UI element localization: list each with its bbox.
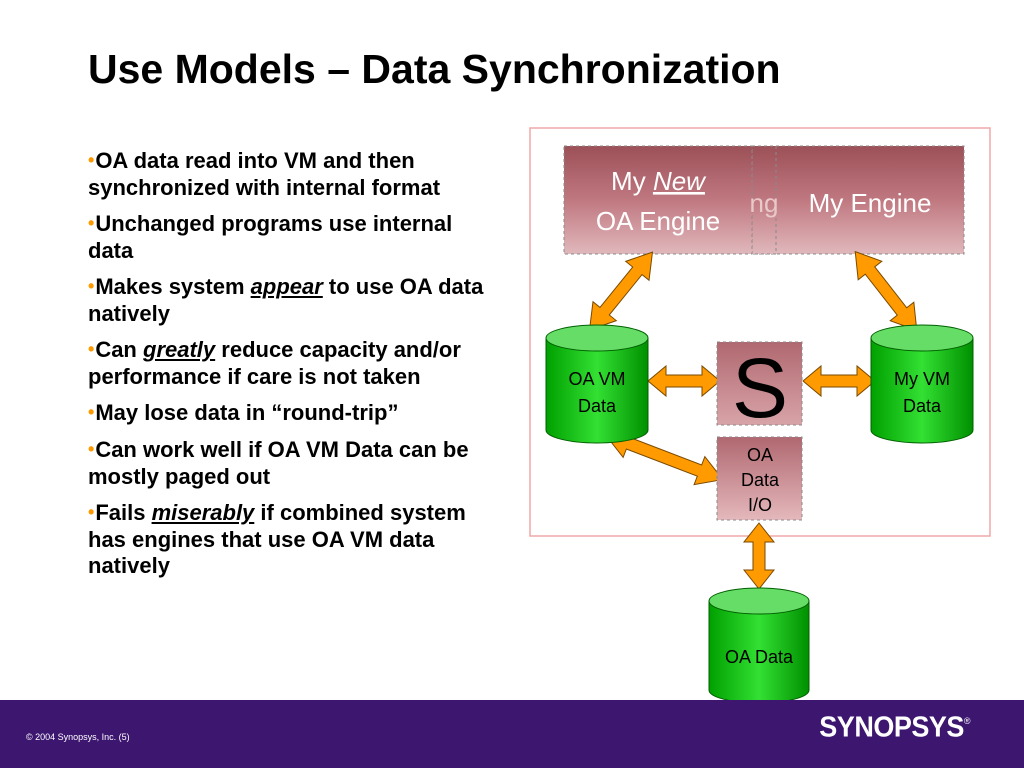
arrow-sync-to-my-vm bbox=[802, 364, 876, 398]
bullet-item: •Can greatly reduce capacity and/or perf… bbox=[88, 337, 498, 390]
bullet-text: May lose data in “round-trip” bbox=[95, 400, 399, 425]
bullet-item: •Makes system appear to use OA data nati… bbox=[88, 274, 498, 327]
oa-vm-data-label-line2: Data bbox=[578, 396, 617, 416]
architecture-diagram: My New OA Engine ng My Engine OA VM Data… bbox=[529, 127, 991, 700]
bullet-item: •May lose data in “round-trip” bbox=[88, 400, 498, 427]
bullet-text: Fails bbox=[95, 500, 152, 525]
my-vm-data-label-line2: Data bbox=[903, 396, 942, 416]
bullet-text: reduce capacity and/or performance if ca… bbox=[88, 337, 461, 389]
bullet-item: •Can work well if OA VM Data can be most… bbox=[88, 437, 498, 490]
bullet-emphasis: miserably bbox=[151, 500, 255, 525]
bullet-text: if combined system has engines that use … bbox=[88, 500, 466, 578]
copyright-text: © 2004 Synopsys, Inc. (5) bbox=[26, 732, 130, 742]
bullet-text: OA data read into VM and then synchroniz… bbox=[88, 148, 441, 200]
bullet-icon: • bbox=[88, 276, 95, 296]
my-vm-data-cylinder: My VM Data bbox=[870, 324, 974, 444]
bullet-text: Can bbox=[95, 337, 143, 362]
my-vm-data-label: My VM bbox=[894, 369, 950, 389]
my-engine-label: My Engine bbox=[809, 188, 932, 218]
oa-data-cylinder: OA Data bbox=[708, 587, 810, 700]
bullet-text: Can work well if OA VM Data can be mostl… bbox=[88, 437, 469, 489]
bullet-icon: • bbox=[88, 339, 95, 359]
bullet-icon: • bbox=[88, 150, 95, 170]
new-oa-engine-label: My New bbox=[611, 166, 707, 196]
bullet-icon: • bbox=[88, 402, 95, 422]
new-oa-engine-emphasis: New bbox=[653, 166, 707, 196]
middle-engine-fragment: ng bbox=[750, 188, 779, 218]
middle-engine-box bbox=[751, 145, 777, 255]
oa-io-label-line3: I/O bbox=[748, 495, 772, 515]
oa-data-label: OA Data bbox=[725, 647, 794, 667]
bullet-list: •OA data read into VM and then synchroni… bbox=[88, 148, 498, 589]
oa-data-io-box: OA Data I/O bbox=[716, 436, 803, 521]
registered-mark: ® bbox=[963, 715, 971, 726]
sync-box: S bbox=[716, 341, 803, 435]
engine-bar: My New OA Engine ng My Engine bbox=[563, 145, 965, 255]
bullet-icon: • bbox=[88, 213, 95, 233]
oa-io-label-line1: OA bbox=[747, 445, 773, 465]
oa-vm-data-label: OA VM bbox=[568, 369, 625, 389]
slide-title: Use Models – Data Synchronization bbox=[88, 46, 781, 92]
arrow-new-engine-to-oa-vm bbox=[588, 251, 654, 331]
bullet-emphasis: greatly bbox=[143, 337, 216, 362]
oa-vm-data-cylinder: OA VM Data bbox=[545, 324, 649, 444]
bullet-text: Unchanged programs use internal data bbox=[88, 211, 453, 263]
footer-bar bbox=[0, 700, 1024, 768]
new-oa-engine-prefix: My bbox=[611, 166, 653, 196]
oa-io-label-line2: Data bbox=[741, 470, 780, 490]
bullet-text: to use OA data natively bbox=[88, 274, 484, 326]
new-oa-engine-box bbox=[563, 145, 753, 255]
bullet-item: •Fails miserably if combined system has … bbox=[88, 500, 498, 579]
arrow-io-to-oa-data bbox=[742, 522, 776, 590]
synopsys-logo: SYNOPSYS® bbox=[819, 711, 970, 744]
bullet-icon: • bbox=[88, 502, 95, 522]
logo-text: SYNOPSYS bbox=[819, 711, 964, 743]
bullet-text: Makes system bbox=[95, 274, 251, 299]
bullet-item: •OA data read into VM and then synchroni… bbox=[88, 148, 498, 201]
bullet-item: •Unchanged programs use internal data bbox=[88, 211, 498, 264]
bullet-icon: • bbox=[88, 439, 95, 459]
sync-label: S bbox=[732, 341, 788, 435]
bullet-emphasis: appear bbox=[250, 274, 323, 299]
new-oa-engine-label-line2: OA Engine bbox=[596, 206, 720, 236]
arrow-oa-vm-to-sync bbox=[647, 364, 721, 398]
